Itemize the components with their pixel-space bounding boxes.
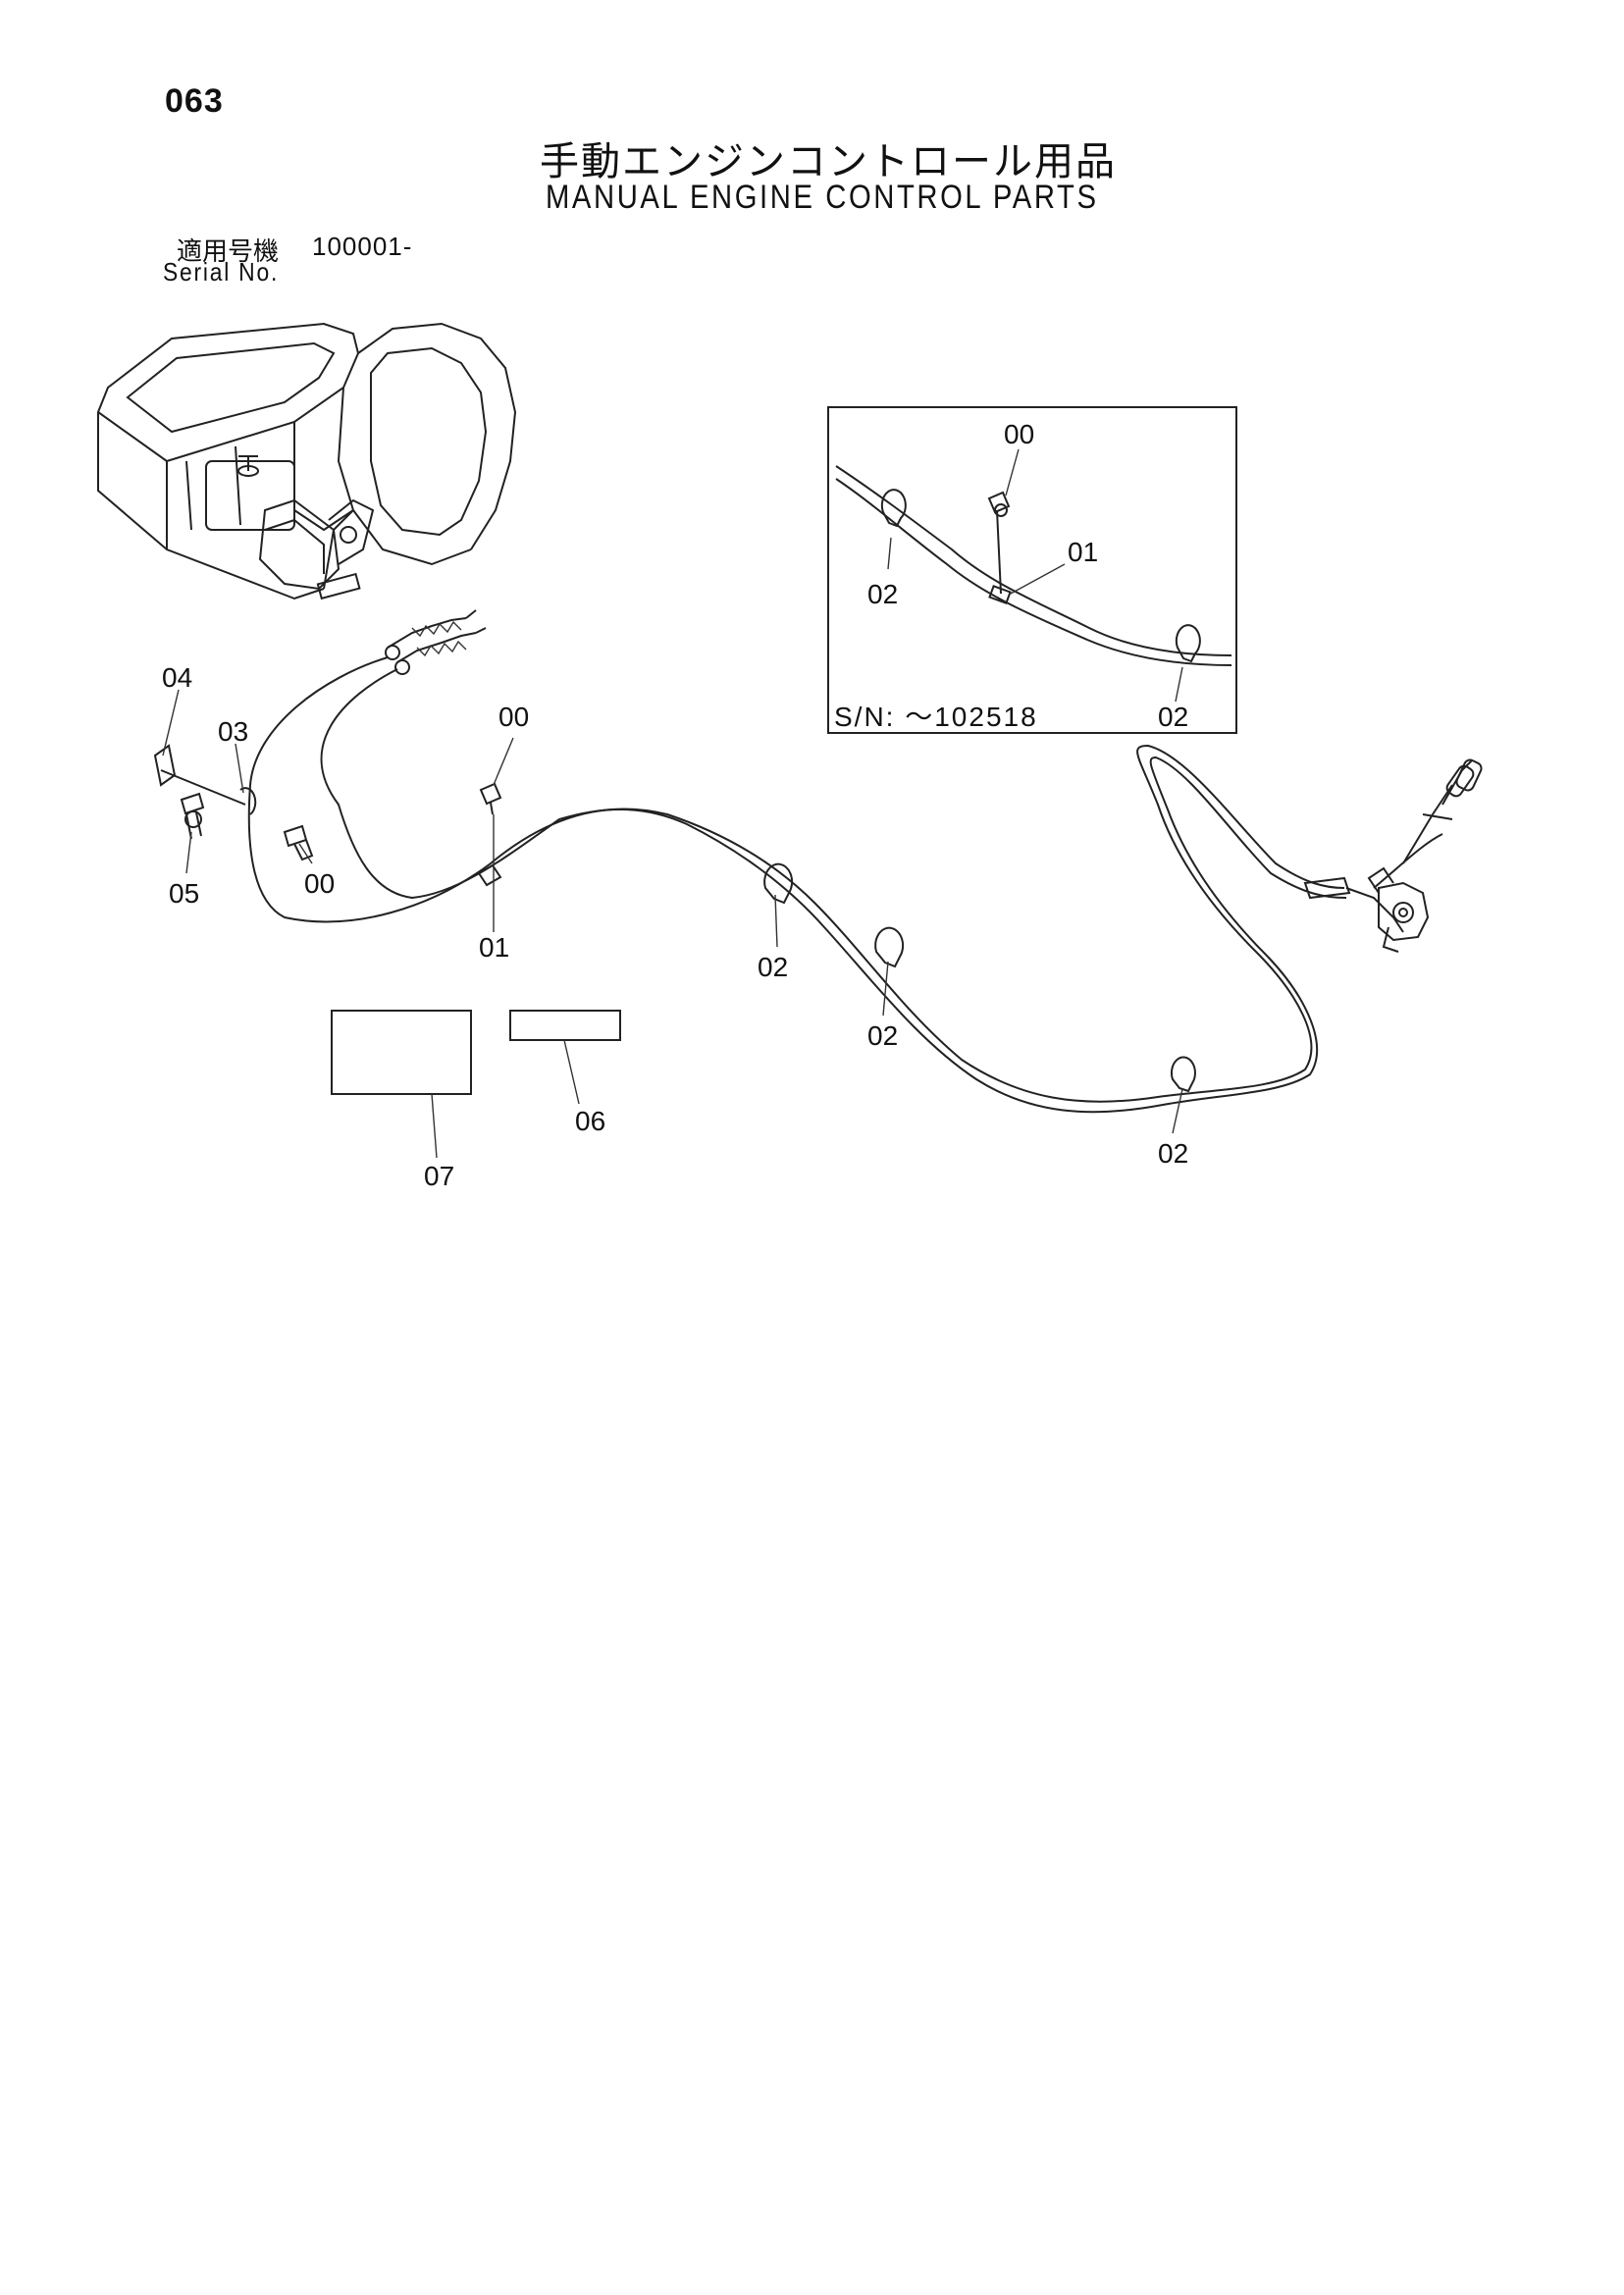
callout-02-c: 02 (1158, 1138, 1188, 1169)
throttle-cable-assembly (247, 656, 1347, 1114)
callout-06: 06 (575, 1106, 605, 1136)
callout-02-b: 02 (867, 1020, 898, 1051)
applicability-label: 適用号機 (177, 236, 280, 266)
bracket-hardware (153, 744, 502, 861)
callout-04: 04 (162, 662, 192, 693)
callout-00-left: 00 (304, 868, 335, 899)
inset-callout-02-left: 02 (867, 579, 898, 609)
plate-07-outline (331, 1010, 472, 1095)
page-title-english: MANUAL ENGINE CONTROL PARTS (546, 179, 1099, 216)
inset-detail-box (827, 406, 1237, 734)
callout-leader-lines (162, 689, 1183, 1159)
inset-callout-00: 00 (1004, 419, 1034, 449)
throttle-lever-assembly (1303, 758, 1483, 953)
inset-callout-02-right: 02 (1158, 702, 1188, 732)
page-title-japanese: 手動エンジンコントロール用品 (540, 140, 1117, 183)
decal-plates (331, 1010, 621, 1095)
serial-number-label: Serial No. (163, 257, 280, 287)
inset-serial-note: S/N: ～102518 (834, 702, 1038, 732)
callout-05: 05 (169, 878, 199, 909)
callout-00-top: 00 (498, 702, 529, 732)
cable-clamps (477, 862, 1196, 1093)
callout-07: 07 (424, 1161, 454, 1191)
applicability-serial-range: 100001- (312, 232, 413, 261)
inset-callout-01: 01 (1068, 537, 1098, 567)
page-number: 063 (165, 82, 224, 120)
callout-02-a: 02 (758, 952, 788, 982)
machine-overview-illustration (96, 322, 517, 600)
engine-cable-ends (385, 609, 487, 675)
callout-01: 01 (479, 932, 509, 963)
callout-03: 03 (218, 716, 248, 747)
plate-06-outline (509, 1010, 621, 1041)
